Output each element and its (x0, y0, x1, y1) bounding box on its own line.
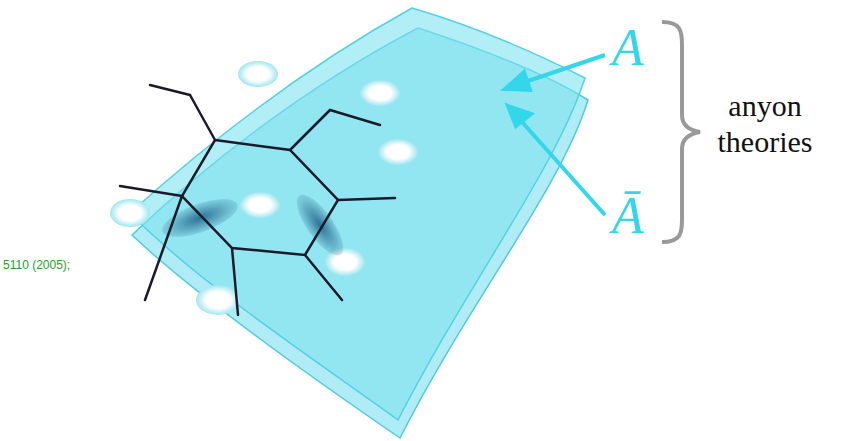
reference-note: 5110 (2005); (3, 258, 70, 272)
curly-brace (662, 22, 700, 242)
bracket-label: anyon theories (700, 88, 830, 160)
upper-sheet (130, 8, 585, 420)
string-net (120, 85, 395, 315)
sheet-holes (110, 61, 418, 315)
sheet-label: Ā (612, 190, 644, 242)
sheet-label: A (612, 22, 644, 74)
pointer-arrows (505, 55, 605, 215)
